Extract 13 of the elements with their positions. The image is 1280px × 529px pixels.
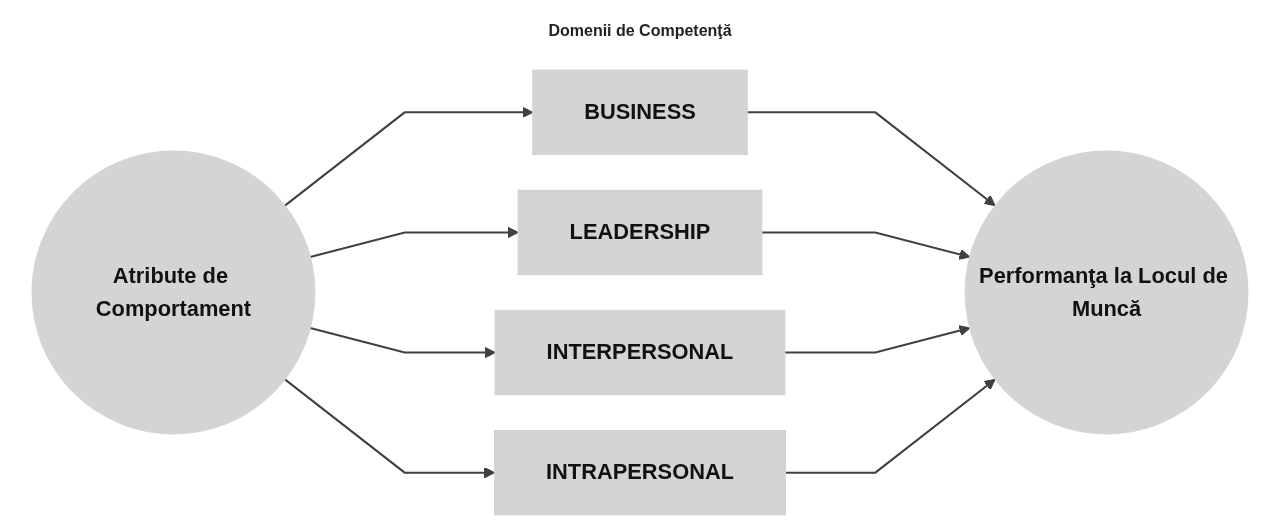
node-circle: Atribute de Comportament	[31, 150, 316, 435]
node-box: INTERPERSONAL	[494, 309, 786, 396]
node-circle: Performanţa la Locul de Muncă	[964, 150, 1249, 435]
arrow	[761, 231, 971, 260]
arrow	[784, 325, 971, 354]
arrow	[309, 226, 519, 258]
diagram-title: Domenii de Competenţă	[548, 22, 732, 40]
arrow	[309, 327, 496, 359]
arrow	[785, 378, 996, 474]
arrow	[747, 111, 996, 207]
node-box: BUSINESS	[532, 69, 748, 156]
node-box: LEADERSHIP	[517, 189, 763, 276]
node-box: INTRAPERSONAL	[493, 429, 787, 516]
